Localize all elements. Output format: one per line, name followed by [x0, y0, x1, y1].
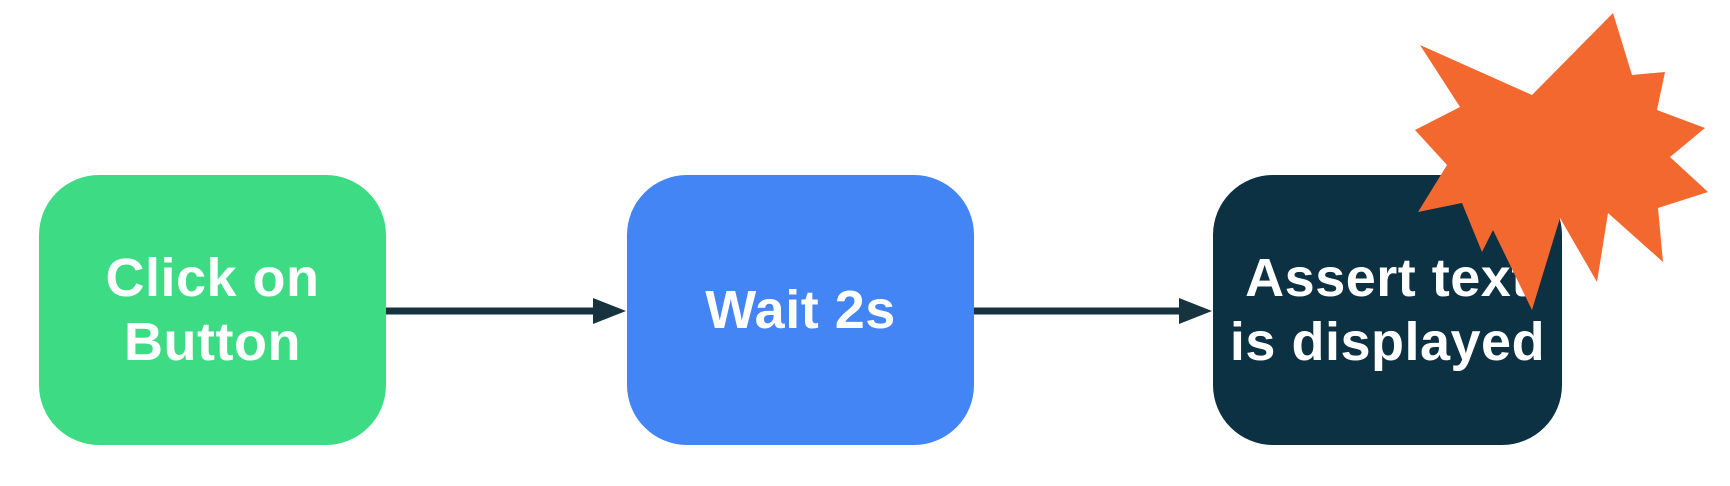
arrowhead-icon: [1179, 298, 1212, 324]
starburst-shape: [1415, 13, 1708, 310]
node-label: Wait 2s: [705, 278, 896, 342]
arrowhead-icon: [593, 298, 626, 324]
node-label-line: is displayed: [1229, 312, 1546, 372]
node-label: Assert text is displayed: [1230, 246, 1545, 374]
node-wait-2s: Wait 2s: [627, 175, 974, 445]
explosion-starburst-icon: [1415, 13, 1708, 310]
node-label-line: Assert text: [1245, 248, 1530, 308]
connector-arrow-2: [972, 298, 1212, 324]
node-label-line: Wait 2s: [705, 280, 896, 340]
node-label: Click on Button: [105, 246, 319, 374]
connector-arrow-1: [386, 298, 626, 324]
node-label-line: Button: [124, 312, 301, 372]
node-click-on-button: Click on Button: [39, 175, 386, 445]
node-label-line: Click on: [105, 248, 320, 308]
